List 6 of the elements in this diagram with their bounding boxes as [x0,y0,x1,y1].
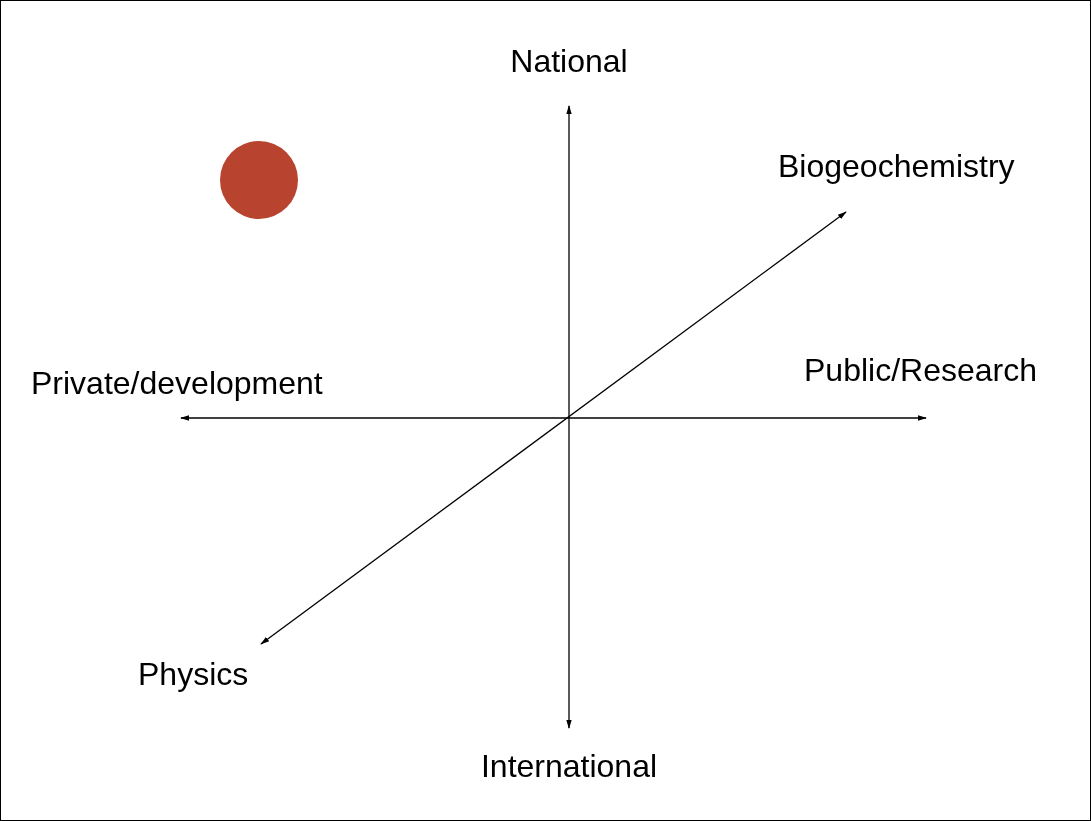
axis-label: International [480,747,658,785]
axis-label: Physics [138,655,249,693]
axis-label: Biogeochemistry [778,147,1015,185]
axis-label: Public/Research [804,351,1037,389]
axis-label: Private/development [31,364,323,402]
axis-label: National [510,42,628,80]
